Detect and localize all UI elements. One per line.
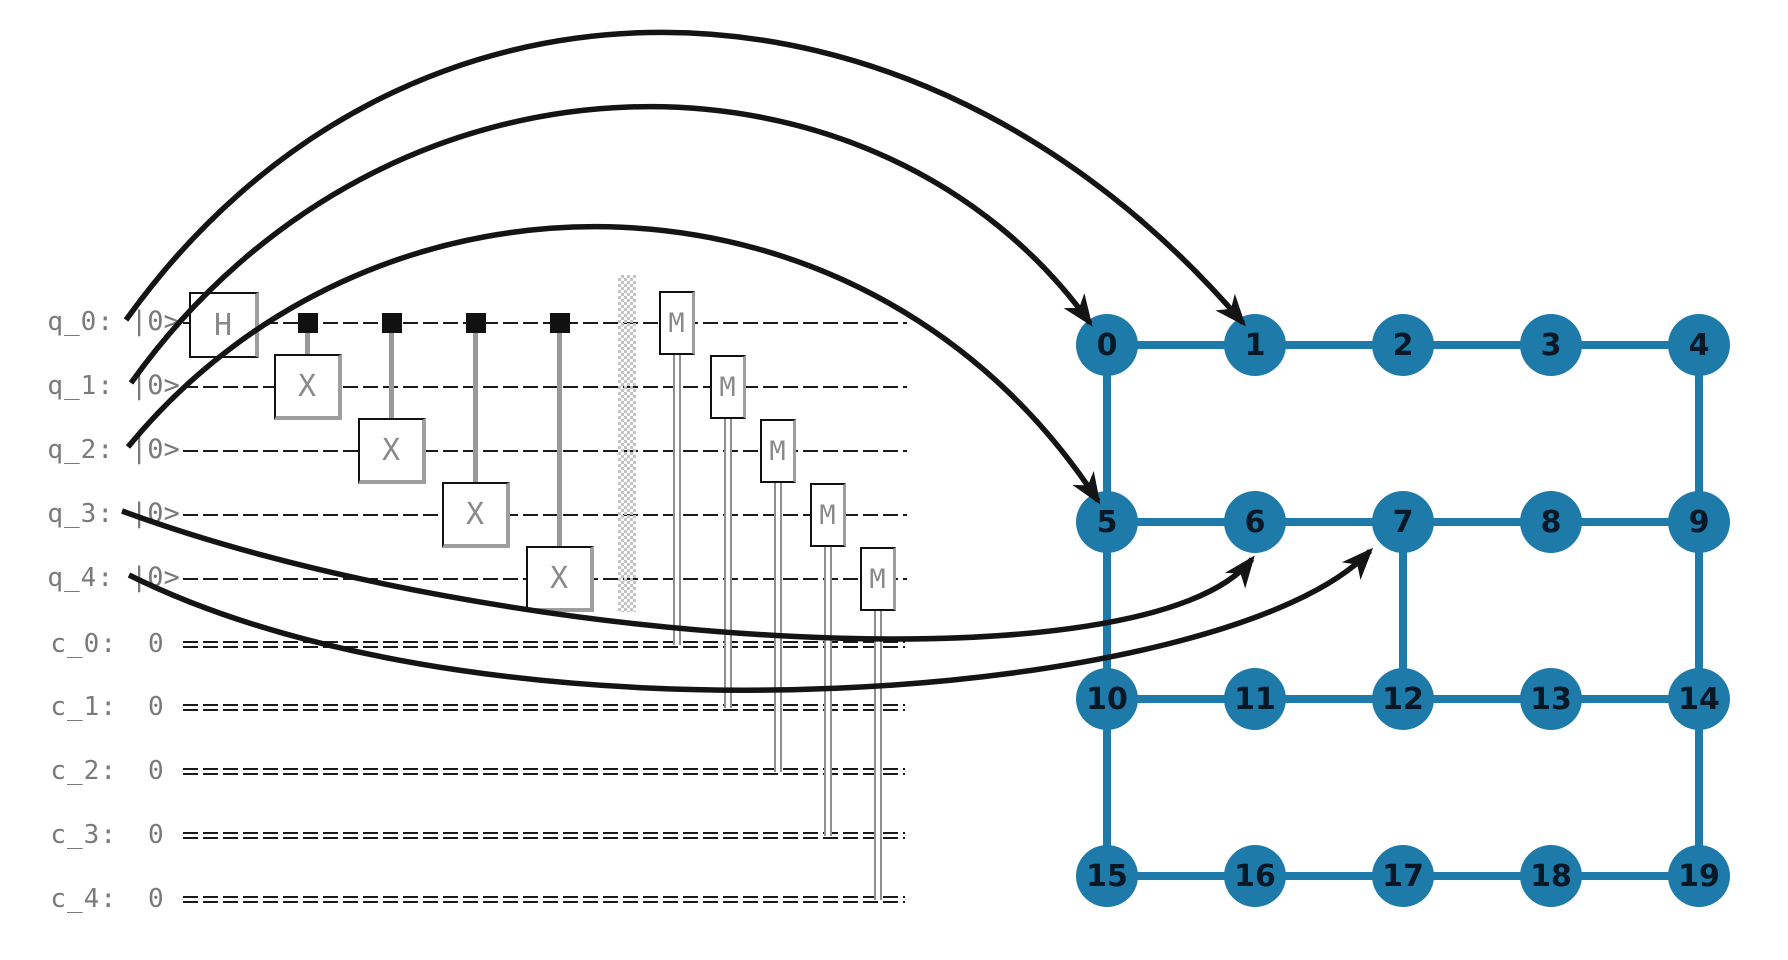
measure-gate-q3: M: [810, 483, 846, 547]
h-gate-q0: H: [189, 292, 259, 358]
cx-connector-2: [389, 333, 394, 420]
graph-node-12: 12: [1372, 668, 1434, 730]
classical-wire-c2: [183, 768, 905, 775]
ket-zero-q1: |0>: [131, 370, 180, 401]
x-gate-q4: X: [526, 546, 594, 612]
measure-gate-q2: M: [760, 419, 796, 483]
cx-connector-4: [557, 333, 562, 548]
quantum-wire-q3: [183, 514, 907, 516]
clbit-label-c2: c_2:: [50, 756, 117, 786]
measure-gate-q4: M: [860, 547, 896, 611]
clbit-label-c4: c_4:: [50, 884, 117, 914]
cx-connector-3: [473, 333, 478, 484]
qubit-label-q1: q_1:: [47, 371, 114, 401]
qubit-label-q3: q_3:: [47, 499, 114, 529]
clbit-label-c3: c_3:: [50, 820, 117, 850]
graph-node-15: 15: [1076, 845, 1138, 907]
clbit-value-c0: 0: [148, 629, 164, 659]
clbit-value-c2: 0: [148, 756, 164, 786]
ket-zero-q2: |0>: [131, 434, 180, 465]
graph-node-6: 6: [1224, 491, 1286, 553]
x-gate-q1: X: [274, 354, 342, 420]
cx-control-dot-3: [466, 313, 486, 333]
graph-node-4: 4: [1668, 314, 1730, 376]
cx-control-dot-1: [298, 313, 318, 333]
measure-gate-q0: M: [659, 291, 695, 355]
qubit-label-q2: q_2:: [47, 435, 114, 465]
graph-node-0: 0: [1076, 314, 1138, 376]
graph-node-18: 18: [1520, 845, 1582, 907]
classical-wire-c4: [183, 896, 905, 903]
measure-line-q2-c2: [774, 483, 782, 772]
quantum-wire-q2: [183, 450, 907, 452]
ket-zero-q3: |0>: [131, 498, 180, 529]
quantum-wire-q0: [183, 322, 907, 324]
clbit-value-c3: 0: [148, 820, 164, 850]
graph-node-3: 3: [1520, 314, 1582, 376]
clbit-value-c4: 0: [148, 884, 164, 914]
cx-connector-1: [305, 333, 310, 356]
x-gate-q3: X: [442, 482, 510, 548]
clbit-label-c0: c_0:: [50, 629, 117, 659]
graph-node-16: 16: [1224, 845, 1286, 907]
measure-line-q3-c3: [824, 547, 832, 836]
qubit-label-q4: q_4:: [47, 563, 114, 593]
graph-node-19: 19: [1668, 845, 1730, 907]
graph-node-9: 9: [1668, 491, 1730, 553]
measure-line-q4-c4: [874, 611, 882, 900]
clbit-value-c1: 0: [148, 692, 164, 722]
x-gate-q2: X: [358, 418, 426, 484]
graph-node-8: 8: [1520, 491, 1582, 553]
graph-node-17: 17: [1372, 845, 1434, 907]
ket-zero-q4: |0>: [131, 562, 180, 593]
cx-control-dot-2: [382, 313, 402, 333]
arrow-q1-to-node0: [128, 103, 1093, 385]
measure-gate-q1: M: [710, 355, 746, 419]
qubit-label-q0: q_0:: [47, 307, 114, 337]
measure-line-q0-c0: [673, 355, 681, 645]
ket-zero-q0: |0>: [131, 306, 180, 337]
graph-node-14: 14: [1668, 668, 1730, 730]
graph-node-5: 5: [1076, 491, 1138, 553]
graph-node-10: 10: [1076, 668, 1138, 730]
graph-node-2: 2: [1372, 314, 1434, 376]
graph-node-1: 1: [1224, 314, 1286, 376]
arrow-q0-to-node1: [123, 29, 1246, 327]
graph-node-7: 7: [1372, 491, 1434, 553]
classical-wire-c0: [183, 641, 905, 648]
graph-node-11: 11: [1224, 668, 1286, 730]
cx-control-dot-4: [550, 313, 570, 333]
graph-node-13: 13: [1520, 668, 1582, 730]
arrow-q4-to-node7: [127, 547, 1374, 693]
barrier: [618, 275, 636, 612]
clbit-label-c1: c_1:: [50, 692, 117, 722]
classical-wire-c1: [183, 704, 905, 711]
classical-wire-c3: [183, 832, 905, 839]
measure-line-q1-c1: [724, 419, 732, 708]
